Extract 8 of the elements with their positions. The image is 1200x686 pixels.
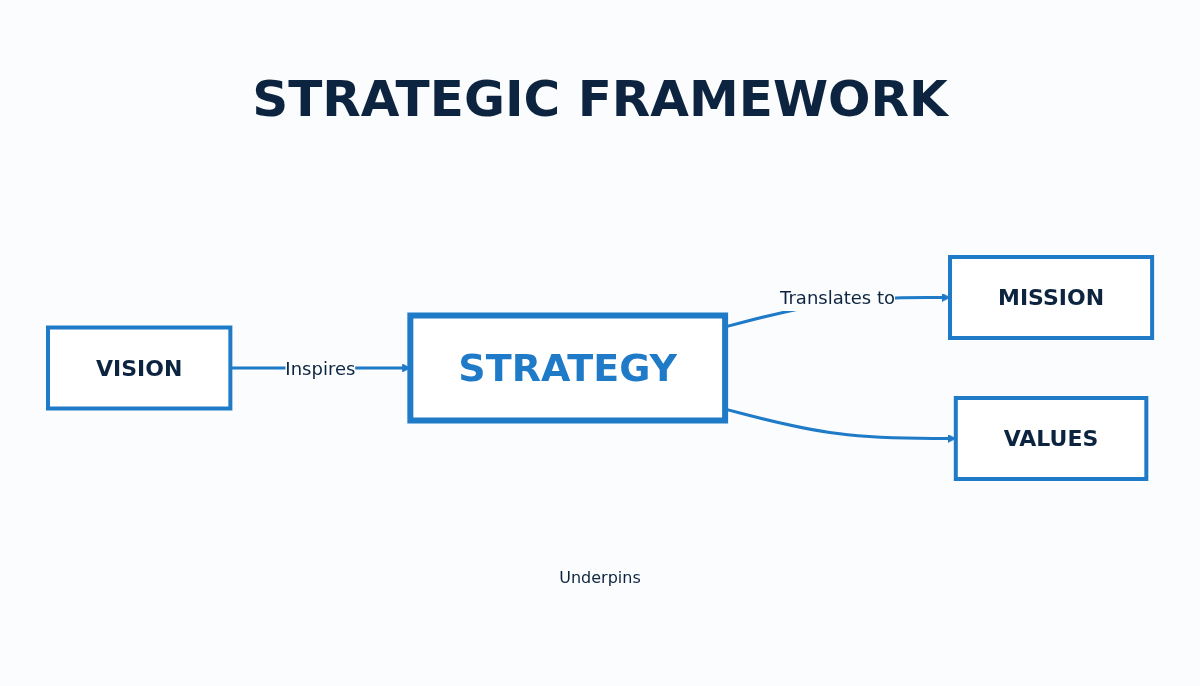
node-box: VISION — [45, 325, 233, 411]
note-text: Underpins — [559, 568, 641, 587]
diagram-title: STRATEGIC FRAMEWORK — [251, 70, 950, 128]
node-box: MISSION — [947, 255, 1155, 340]
node-box: VALUES — [953, 396, 1149, 481]
edge-label: Inspires — [285, 357, 356, 379]
node-box: STRATEGY — [407, 312, 729, 424]
edge-label: Translates to — [780, 287, 895, 308]
